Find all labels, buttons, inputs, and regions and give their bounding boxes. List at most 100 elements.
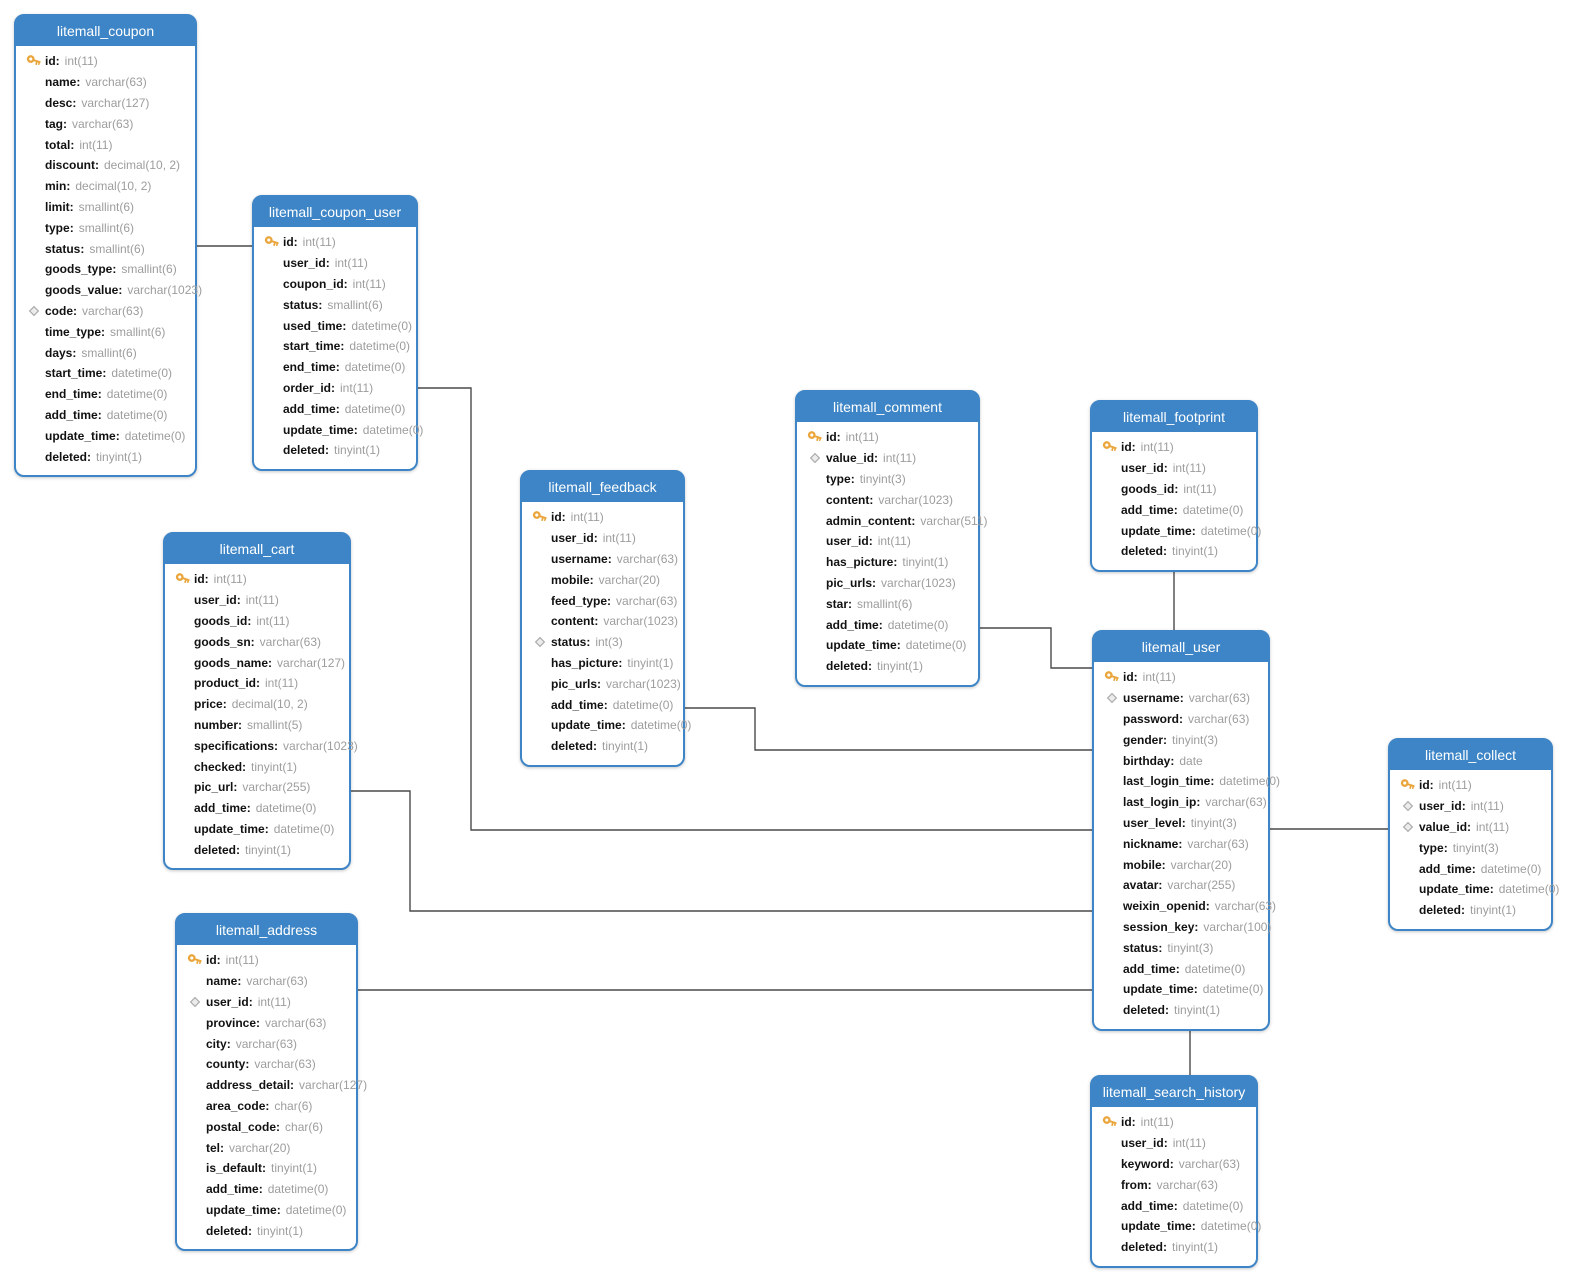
field-row-litemall_coupon-goods_value[interactable]: goods_valuevarchar(1023) (16, 280, 202, 301)
table-title-litemall_collect[interactable]: litemall_collect (1390, 740, 1551, 770)
field-row-litemall_cart-number[interactable]: numbersmallint(5) (165, 715, 349, 736)
field-row-litemall_coupon_user-used_time[interactable]: used_timedatetime(0) (254, 315, 416, 336)
field-row-litemall_feedback-has_picture[interactable]: has_picturetinyint(1) (522, 653, 683, 674)
field-row-litemall_coupon_user-id[interactable]: idint(11) (254, 232, 416, 253)
table-title-litemall_feedback[interactable]: litemall_feedback (522, 472, 683, 502)
field-row-litemall_comment-has_picture[interactable]: has_picturetinyint(1) (797, 552, 978, 573)
field-row-litemall_address-name[interactable]: namevarchar(63) (177, 971, 356, 992)
field-row-litemall_cart-specifications[interactable]: specificationsvarchar(1023) (165, 735, 358, 756)
field-row-litemall_footprint-user_id[interactable]: user_idint(11) (1092, 458, 1256, 479)
relation-litemall_comment-litemall_user[interactable] (980, 627, 1092, 669)
field-row-litemall_coupon-min[interactable]: mindecimal(10, 2) (16, 176, 195, 197)
field-row-litemall_collect-update_time[interactable]: update_timedatetime(0) (1390, 879, 1559, 900)
field-row-litemall_user-session_key[interactable]: session_keyvarchar(100) (1094, 917, 1271, 938)
field-row-litemall_coupon-deleted[interactable]: deletedtinyint(1) (16, 446, 195, 467)
field-row-litemall_user-last_login_time[interactable]: last_login_timedatetime(0) (1094, 771, 1280, 792)
field-row-litemall_search_history-keyword[interactable]: keywordvarchar(63) (1092, 1154, 1256, 1175)
field-row-litemall_collect-value_id[interactable]: value_idint(11) (1390, 817, 1551, 838)
field-row-litemall_comment-deleted[interactable]: deletedtinyint(1) (797, 656, 978, 677)
field-row-litemall_feedback-pic_urls[interactable]: pic_urlsvarchar(1023) (522, 673, 683, 694)
field-row-litemall_feedback-add_time[interactable]: add_timedatetime(0) (522, 694, 683, 715)
field-row-litemall_coupon-id[interactable]: idint(11) (16, 51, 195, 72)
field-row-litemall_footprint-update_time[interactable]: update_timedatetime(0) (1092, 520, 1261, 541)
field-row-litemall_feedback-status[interactable]: statusint(3) (522, 632, 683, 653)
table-title-litemall_coupon_user[interactable]: litemall_coupon_user (254, 197, 416, 227)
field-row-litemall_user-status[interactable]: statustinyint(3) (1094, 937, 1268, 958)
field-row-litemall_comment-user_id[interactable]: user_idint(11) (797, 531, 978, 552)
field-row-litemall_feedback-user_id[interactable]: user_idint(11) (522, 528, 683, 549)
field-row-litemall_coupon-update_time[interactable]: update_timedatetime(0) (16, 425, 195, 446)
field-row-litemall_cart-add_time[interactable]: add_timedatetime(0) (165, 798, 349, 819)
field-row-litemall_search_history-update_time[interactable]: update_timedatetime(0) (1092, 1216, 1261, 1237)
relation-litemall_feedback-litemall_user[interactable] (685, 707, 1092, 751)
field-row-litemall_feedback-deleted[interactable]: deletedtinyint(1) (522, 736, 683, 757)
relation-litemall_cart-litemall_user[interactable] (351, 790, 1092, 912)
field-row-litemall_feedback-username[interactable]: usernamevarchar(63) (522, 549, 683, 570)
table-litemall_feedback[interactable]: litemall_feedback idint(11)user_idint(11)… (520, 470, 691, 767)
field-row-litemall_address-user_id[interactable]: user_idint(11) (177, 992, 356, 1013)
table-litemall_user[interactable]: litemall_useridint(11)usernamevarchar(63… (1092, 630, 1280, 1031)
field-row-litemall_address-postal_code[interactable]: postal_codechar(6) (177, 1116, 356, 1137)
field-row-litemall_cart-goods_sn[interactable]: goods_snvarchar(63) (165, 631, 349, 652)
field-row-litemall_cart-pic_url[interactable]: pic_urlvarchar(255) (165, 777, 349, 798)
field-row-litemall_comment-add_time[interactable]: add_timedatetime(0) (797, 614, 978, 635)
table-title-litemall_cart[interactable]: litemall_cart (165, 534, 349, 564)
field-row-litemall_comment-id[interactable]: idint(11) (797, 427, 978, 448)
field-row-litemall_user-mobile[interactable]: mobilevarchar(20) (1094, 854, 1268, 875)
field-row-litemall_comment-pic_urls[interactable]: pic_urlsvarchar(1023) (797, 573, 978, 594)
field-row-litemall_user-id[interactable]: idint(11) (1094, 667, 1268, 688)
field-row-litemall_user-deleted[interactable]: deletedtinyint(1) (1094, 1000, 1268, 1021)
relation-litemall_coupon_user-litemall_user[interactable] (418, 387, 1092, 831)
field-row-litemall_address-city[interactable]: cityvarchar(63) (177, 1033, 356, 1054)
field-row-litemall_cart-product_id[interactable]: product_idint(11) (165, 673, 349, 694)
field-row-litemall_coupon-discount[interactable]: discountdecimal(10, 2) (16, 155, 195, 176)
field-row-litemall_coupon-time_type[interactable]: time_typesmallint(6) (16, 321, 195, 342)
field-row-litemall_footprint-deleted[interactable]: deletedtinyint(1) (1092, 541, 1256, 562)
field-row-litemall_address-add_time[interactable]: add_timedatetime(0) (177, 1179, 356, 1200)
table-litemall_search_history[interactable]: litemall_search_historyidint(11)user_idi… (1090, 1075, 1261, 1268)
field-row-litemall_cart-update_time[interactable]: update_timedatetime(0) (165, 819, 349, 840)
field-row-litemall_comment-content[interactable]: contentvarchar(1023) (797, 489, 978, 510)
field-row-litemall_user-user_level[interactable]: user_leveltinyint(3) (1094, 813, 1268, 834)
field-row-litemall_search_history-id[interactable]: idint(11) (1092, 1112, 1256, 1133)
field-row-litemall_coupon-start_time[interactable]: start_timedatetime(0) (16, 363, 195, 384)
table-litemall_cart[interactable]: litemall_cartidint(11)user_idint(11)good… (163, 532, 358, 871)
field-row-litemall_coupon-tag[interactable]: tagvarchar(63) (16, 113, 195, 134)
field-row-litemall_coupon_user-update_time[interactable]: update_timedatetime(0) (254, 419, 423, 440)
field-row-litemall_address-id[interactable]: idint(11) (177, 950, 356, 971)
table-title-litemall_search_history[interactable]: litemall_search_history (1092, 1077, 1256, 1107)
field-row-litemall_collect-id[interactable]: idint(11) (1390, 775, 1551, 796)
field-row-litemall_comment-admin_content[interactable]: admin_contentvarchar(511) (797, 510, 987, 531)
field-row-litemall_coupon-goods_type[interactable]: goods_typesmallint(6) (16, 259, 195, 280)
field-row-litemall_feedback-update_time[interactable]: update_timedatetime(0) (522, 715, 691, 736)
field-row-litemall_coupon-status[interactable]: statussmallint(6) (16, 238, 195, 259)
field-row-litemall_coupon_user-coupon_id[interactable]: coupon_idint(11) (254, 274, 416, 295)
field-row-litemall_coupon_user-user_id[interactable]: user_idint(11) (254, 253, 416, 274)
field-row-litemall_collect-add_time[interactable]: add_timedatetime(0) (1390, 858, 1551, 879)
table-title-litemall_user[interactable]: litemall_user (1094, 632, 1268, 662)
field-row-litemall_collect-deleted[interactable]: deletedtinyint(1) (1390, 900, 1551, 921)
field-row-litemall_comment-star[interactable]: starsmallint(6) (797, 593, 978, 614)
table-litemall_footprint[interactable]: litemall_footprintidint(11)user_idint(11… (1090, 400, 1261, 572)
field-row-litemall_collect-user_id[interactable]: user_idint(11) (1390, 796, 1551, 817)
field-row-litemall_search_history-deleted[interactable]: deletedtinyint(1) (1092, 1237, 1256, 1258)
field-row-litemall_coupon-name[interactable]: namevarchar(63) (16, 72, 195, 93)
field-row-litemall_user-birthday[interactable]: birthdaydate (1094, 750, 1268, 771)
field-row-litemall_user-avatar[interactable]: avatarvarchar(255) (1094, 875, 1268, 896)
field-row-litemall_footprint-add_time[interactable]: add_timedatetime(0) (1092, 499, 1256, 520)
field-row-litemall_coupon-limit[interactable]: limitsmallint(6) (16, 197, 195, 218)
field-row-litemall_coupon_user-deleted[interactable]: deletedtinyint(1) (254, 440, 416, 461)
field-row-litemall_coupon-desc[interactable]: descvarchar(127) (16, 93, 195, 114)
field-row-litemall_address-tel[interactable]: telvarchar(20) (177, 1137, 356, 1158)
field-row-litemall_footprint-id[interactable]: idint(11) (1092, 437, 1256, 458)
field-row-litemall_coupon-end_time[interactable]: end_timedatetime(0) (16, 384, 195, 405)
field-row-litemall_feedback-id[interactable]: idint(11) (522, 507, 683, 528)
table-litemall_collect[interactable]: litemall_collect idint(11)user_idint(11)v… (1388, 738, 1559, 931)
field-row-litemall_user-gender[interactable]: gendertinyint(3) (1094, 729, 1268, 750)
table-title-litemall_coupon[interactable]: litemall_coupon (16, 16, 195, 46)
field-row-litemall_user-nickname[interactable]: nicknamevarchar(63) (1094, 833, 1268, 854)
field-row-litemall_address-is_default[interactable]: is_defaulttinyint(1) (177, 1158, 356, 1179)
field-row-litemall_cart-deleted[interactable]: deletedtinyint(1) (165, 839, 349, 860)
field-row-litemall_address-address_detail[interactable]: address_detailvarchar(127) (177, 1075, 367, 1096)
field-row-litemall_user-password[interactable]: passwordvarchar(63) (1094, 709, 1268, 730)
